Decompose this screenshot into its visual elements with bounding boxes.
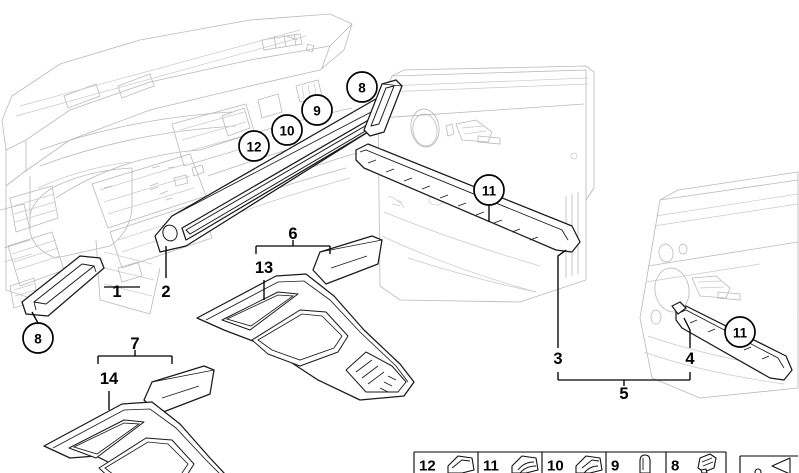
trim-strip-thumbnail-icon [447,455,475,473]
callout-bubble[interactable]: 8 [22,322,54,354]
legend-label-10: 10 [547,458,564,473]
callout-bubble[interactable]: 9 [301,94,333,126]
leader-label-4: 4 [685,350,695,368]
leader-label-7: 7 [130,335,139,353]
leader-label-3: 3 [553,350,562,368]
part-6-console-lid-insert [312,235,383,285]
part-2-dashboard-trim-strip [154,91,401,253]
legend-label-8: 8 [671,458,679,473]
part-8-trim-insert-upper [363,79,403,137]
part-11-front-door-trim-strip [355,143,581,253]
leader-label-14: 14 [100,370,119,388]
ghost-rear-door-panel [640,172,798,398]
legend-item[interactable]: 10 [547,455,603,473]
legend-item[interactable] [744,457,796,473]
footer-legend: 12 11 10 9 [413,451,798,473]
callout-bubble[interactable]: 10 [271,114,303,146]
part-14-centre-console-trim-lower [43,401,225,473]
callout-bubble[interactable]: 11 [473,174,505,206]
legend-label-9: 9 [611,458,619,473]
clip-bracket-thumbnail-icon [697,453,717,473]
part-1-trim-finisher [21,255,105,317]
legend-item[interactable]: 8 [671,453,717,473]
part-13-centre-console-trim [196,273,415,401]
callout-label: 10 [279,124,294,139]
trim-strip-thumbnail-icon [511,455,539,473]
callout-bubble[interactable]: 11 [724,316,756,348]
callout-label: 12 [246,140,261,155]
legend-item[interactable]: 9 [611,454,651,473]
callout-label: 11 [482,184,497,199]
legend-item[interactable]: 11 [483,455,539,473]
callout-label: 11 [733,326,748,341]
callout-bubble[interactable]: 8 [346,71,378,103]
leader-label-5: 5 [619,385,628,403]
leader-label-13: 13 [255,259,273,277]
callout-bubbles: 8 9 10 12 11 11 8 [22,71,756,354]
callout-label: 9 [313,104,321,119]
callout-label: 8 [34,332,42,347]
leader-label-6: 6 [288,225,297,243]
leader-lines [31,205,691,410]
trim-strip-thumbnail-icon [575,455,603,473]
legend-label-11: 11 [483,458,499,473]
callout-label: 8 [358,81,366,96]
clip-thumbnail-icon [639,454,651,473]
arrow-pointer-thumbnail-icon [744,457,796,473]
legend-label-12: 12 [419,458,436,473]
callout-bubble[interactable]: 12 [238,130,270,162]
leader-label-2: 2 [161,283,170,301]
leader-label-1: 1 [112,283,121,301]
leader-number-labels: 1 2 3 4 5 6 7 13 14 [100,225,696,403]
legend-item[interactable]: 12 [419,455,475,473]
